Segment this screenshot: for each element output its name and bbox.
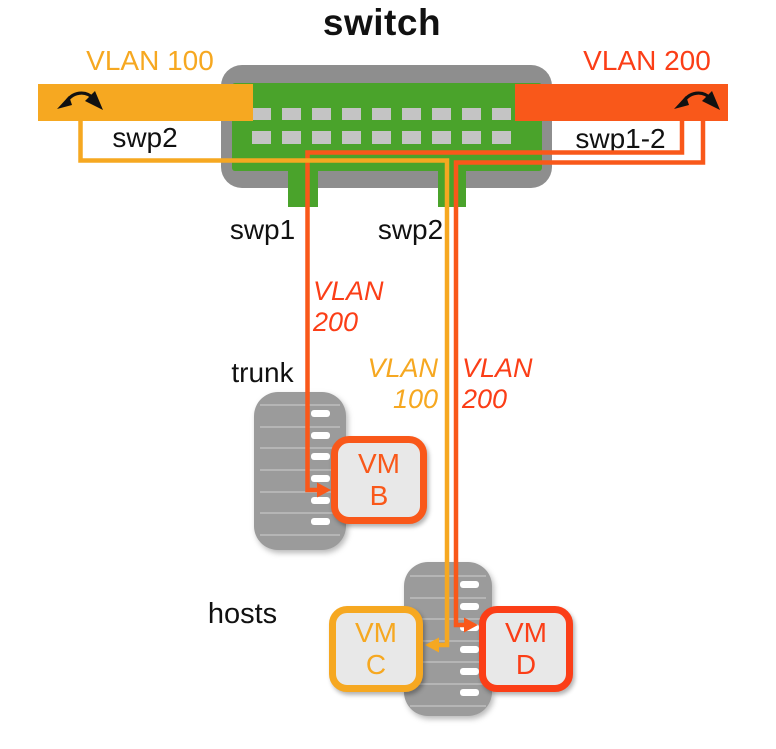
switch-port <box>282 131 301 144</box>
swp1-port-connector <box>288 170 318 207</box>
hosts-label: hosts <box>207 598 278 630</box>
trunk-label: trunk <box>231 357 294 388</box>
vlan200-ports-label: swp1-2 <box>575 123 666 154</box>
switch-port <box>252 131 271 144</box>
switch-port-grid <box>252 108 511 144</box>
switch-port <box>342 108 361 120</box>
switch-port <box>462 108 481 120</box>
diagram-title: switch <box>322 2 442 43</box>
switch-port <box>462 131 481 144</box>
switch-port <box>492 108 511 120</box>
switch-port <box>402 131 421 144</box>
vm-c: VM C <box>329 606 423 692</box>
hairpin-arrow-icon <box>57 91 103 110</box>
vlan200-heading: VLAN 200 <box>583 45 711 76</box>
switch-port <box>402 108 421 120</box>
vm-b: VM B <box>331 436 427 524</box>
swp2-port-connector <box>438 170 466 207</box>
swp2-label: swp2 <box>377 214 444 245</box>
switch-port <box>282 108 301 120</box>
switch-port <box>342 131 361 144</box>
swp2-vlan200-wire-label: VLAN 200 <box>462 353 533 414</box>
vlan200-access-bar <box>515 84 728 121</box>
hairpin-arrow-icon <box>674 91 720 110</box>
swp2-vlan100-wire-label: VLAN 100 <box>367 353 438 414</box>
switch-port <box>312 131 331 144</box>
switch-port <box>432 131 451 144</box>
switch-port <box>372 108 391 120</box>
switch-port <box>492 131 511 144</box>
switch-port <box>432 108 451 120</box>
vlan100-heading: VLAN 100 <box>86 45 214 76</box>
vlan100-ports-label: swp2 <box>112 122 178 153</box>
switch-port <box>252 108 271 120</box>
switch-port <box>312 108 331 120</box>
swp1-label: swp1 <box>229 214 296 245</box>
vlan100-access-bar <box>38 84 253 121</box>
switch-port <box>372 131 391 144</box>
swp1-vlan200-wire-label: VLAN 200 <box>313 276 384 337</box>
vm-d: VM D <box>479 606 573 692</box>
